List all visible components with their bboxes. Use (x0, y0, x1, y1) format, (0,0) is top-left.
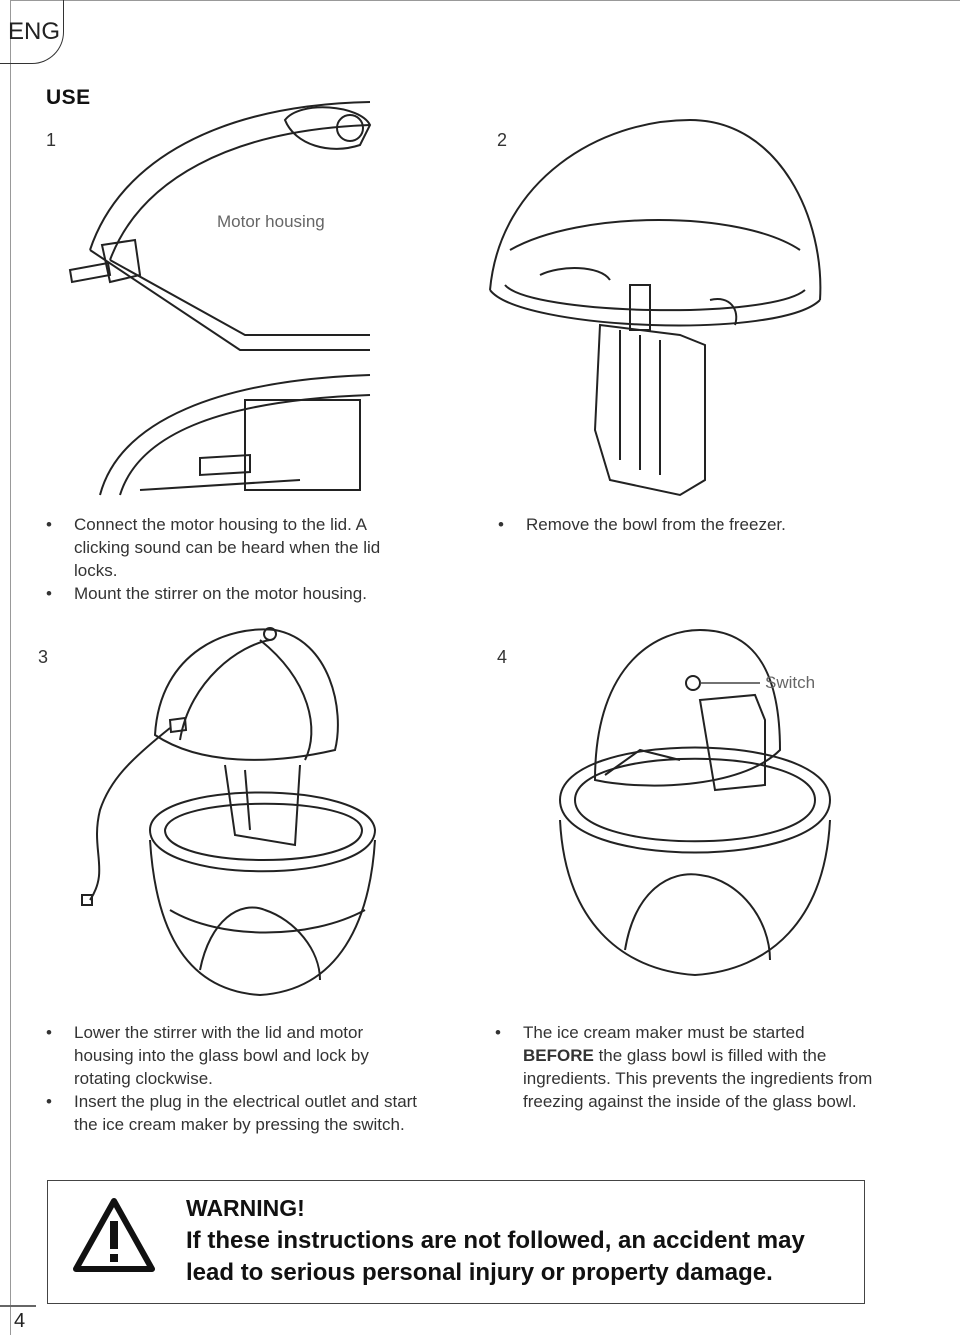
list-item: Connect the motor housing to the lid. A … (46, 513, 426, 582)
step-4-number: 4 (497, 647, 508, 667)
motor-housing-callout: Motor housing (217, 212, 325, 231)
section-title: USE (46, 86, 91, 109)
page-number-rule (0, 1305, 36, 1307)
step-4-emphasis: BEFORE (523, 1046, 594, 1065)
warning-text: If these instructions are not followed, … (186, 1227, 805, 1286)
step-2-illustration (489, 118, 822, 497)
step-2-number: 2 (497, 130, 508, 150)
step-1-bullets: Connect the motor housing to the lid. A … (46, 513, 426, 605)
step-2-bullets: Remove the bowl from the freezer. (498, 513, 878, 536)
step-1-illustration (68, 101, 372, 496)
list-item: Remove the bowl from the freezer. (498, 513, 878, 536)
step-1-number: 1 (46, 130, 57, 150)
page-number: 4 (14, 1310, 26, 1332)
warning-triangle-icon (73, 1198, 155, 1272)
step-3-number: 3 (38, 647, 49, 667)
language-label: ENG (8, 18, 61, 45)
step-3-bullets: Lower the stirrer with the lid and motor… (46, 1021, 426, 1136)
warning-box: WARNING! If these instructions are not f… (47, 1180, 865, 1304)
step-4-bullets: The ice cream maker must be startedBEFOR… (495, 1021, 895, 1113)
switch-callout: Switch (765, 673, 816, 692)
step-3-illustration (81, 627, 377, 997)
list-item: Mount the stirrer on the motor housing. (46, 582, 426, 605)
step-4-text-pre: The ice cream maker must be started (523, 1023, 805, 1042)
language-tab: ENG (0, 0, 64, 64)
list-item: Lower the stirrer with the lid and motor… (46, 1021, 426, 1090)
step-4-text-post: the glass bowl is filled with the ingred… (523, 1046, 873, 1111)
list-item: The ice cream maker must be startedBEFOR… (495, 1021, 895, 1113)
list-item: Insert the plug in the electrical outlet… (46, 1090, 426, 1136)
warning-title: WARNING! (186, 1195, 305, 1221)
step-4-illustration (558, 628, 832, 977)
